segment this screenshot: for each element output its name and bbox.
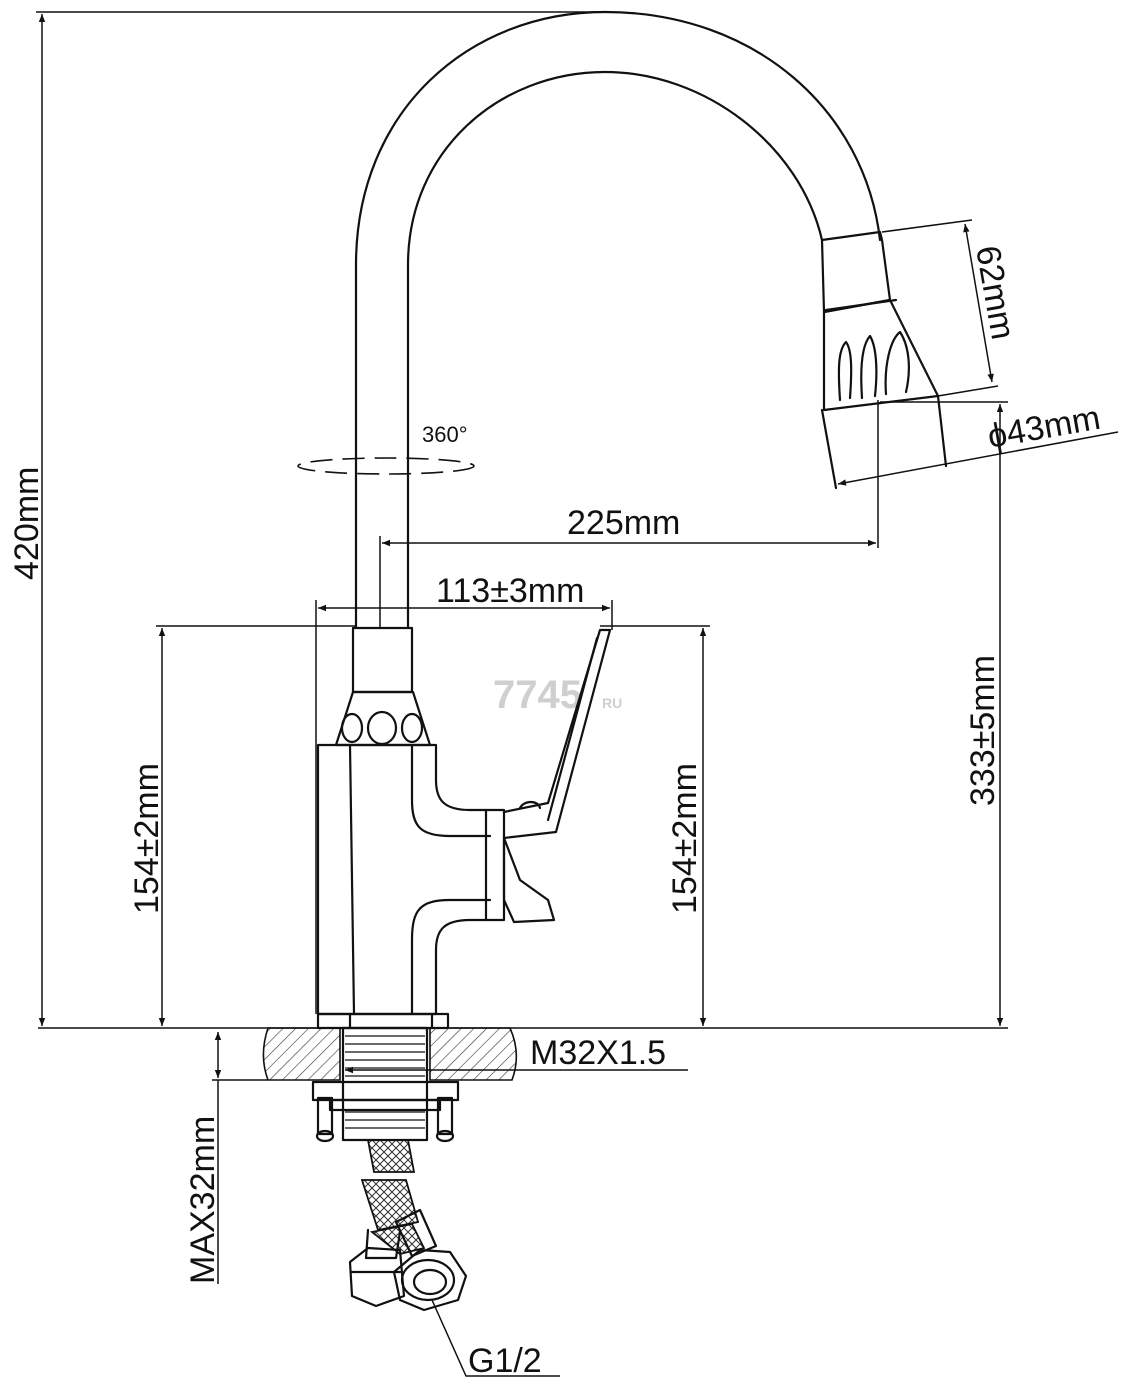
- base-flange: [316, 1012, 450, 1030]
- mounting-studs: [315, 1096, 455, 1143]
- aerator-height-label: 62mm: [968, 243, 1022, 343]
- watermark-text: 7745: [493, 673, 582, 717]
- base-width-label: 113±3mm: [436, 572, 584, 610]
- hex-nut-left: [348, 1246, 406, 1308]
- main-body: [316, 743, 488, 1016]
- countertop-section: [38, 1026, 1008, 1143]
- body-height-left-label: 154±2mm: [128, 763, 166, 914]
- hex-nut-right: [392, 1248, 468, 1312]
- neck: [351, 626, 414, 694]
- reach-label: 225mm: [567, 504, 680, 542]
- swivel-label: 360°: [422, 422, 468, 447]
- thread-label: M32X1.5: [530, 1034, 666, 1072]
- swivel-ring: [334, 690, 432, 747]
- watermark-suffix: RU: [602, 695, 622, 711]
- total-height-label: 420mm: [8, 467, 46, 580]
- body-height-right-label: 154±2mm: [666, 763, 704, 914]
- watermark: 7745 RU: [493, 673, 622, 717]
- hose-connection-label: G1/2: [468, 1342, 542, 1380]
- lever-handle: [484, 628, 612, 924]
- flexible-hose: [348, 1139, 468, 1312]
- faucet-outline: [316, 10, 948, 1030]
- mounting-nut: [311, 1080, 460, 1102]
- countertop-hatch-right: [429, 1027, 518, 1081]
- spout-inner: [406, 70, 824, 630]
- aerator-diameter-label: ϕ43mm: [985, 399, 1103, 456]
- threaded-shank: [341, 1026, 429, 1142]
- swivel-indicator: [297, 457, 475, 475]
- shank-threads: [345, 1035, 425, 1129]
- max-countertop-label: MAX32mm: [184, 1116, 222, 1284]
- countertop-hatch-left: [262, 1027, 341, 1081]
- aerator-head: [820, 230, 948, 490]
- spout-height-label: 333±5mm: [964, 655, 1002, 806]
